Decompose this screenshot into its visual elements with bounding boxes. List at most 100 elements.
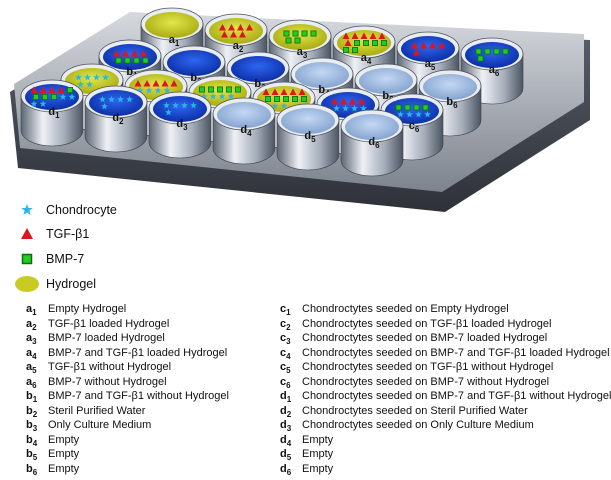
- key-description: Empty: [302, 433, 334, 446]
- key-code: c4: [280, 346, 291, 364]
- bmp-marker: [502, 48, 509, 55]
- well-contents-empty: [359, 68, 413, 94]
- tgf-marker: [351, 32, 359, 39]
- key-code-sub: 2: [286, 322, 291, 332]
- legend-item-star: Chondrocyte: [14, 200, 117, 220]
- tgf-marker: [122, 50, 129, 57]
- key-code-letter: b: [26, 433, 33, 446]
- tgf-marker: [113, 50, 120, 57]
- bmp-marker: [292, 30, 299, 37]
- chondrocyte-marker: [108, 95, 115, 103]
- key-description: Chondroctytes seeded on Only Culture Med…: [302, 419, 534, 431]
- bmp-marker: [207, 86, 214, 93]
- well-d2: d2: [84, 85, 148, 153]
- key-code: b4: [26, 433, 37, 451]
- well-label-sub: 1: [175, 39, 180, 48]
- key-description: BMP-7 loaded Hydrogel: [48, 332, 165, 344]
- key-code-letter: a: [26, 332, 33, 344]
- bmp-marker: [133, 57, 140, 64]
- key-description: TGF-β1 loaded Hydrogel: [48, 317, 170, 330]
- key-code-letter: a: [26, 317, 33, 330]
- key-code-sub: 2: [32, 409, 38, 419]
- key-code: c3: [280, 331, 291, 349]
- chondrocyte-marker: [190, 101, 197, 109]
- well-label-sub: 5: [311, 135, 316, 144]
- chondrocyte-marker: [75, 73, 82, 81]
- bmp-marker: [371, 40, 378, 47]
- chondrocyte-marker: [165, 108, 172, 116]
- key-code-sub: 3: [32, 337, 37, 347]
- tgf-marker: [271, 88, 279, 95]
- bmp-marker: [475, 48, 482, 55]
- key-code-letter: a: [26, 361, 33, 373]
- key-code-letter: b: [26, 462, 33, 475]
- bmp-marker: [484, 48, 491, 55]
- key-code-sub: 3: [286, 424, 292, 434]
- key-code-letter: a: [26, 346, 33, 359]
- key-code-sub: 6: [32, 380, 37, 390]
- well-d5: d5: [276, 103, 340, 171]
- tgf-marker: [134, 80, 142, 87]
- key-code-sub: 1: [32, 395, 38, 405]
- key-code-sub: 5: [32, 366, 37, 376]
- chondrocyte-marker: [360, 104, 367, 112]
- key-code-letter: d: [280, 390, 287, 402]
- chondrocyte-marker: [39, 100, 47, 107]
- bmp-marker: [273, 96, 280, 103]
- tgf-marker: [262, 88, 270, 95]
- chondrocyte-marker: [342, 104, 349, 112]
- key-code-sub: 4: [286, 351, 291, 361]
- key-description: Empty: [48, 462, 80, 475]
- well-label: a2: [233, 40, 244, 54]
- bmp-marker: [51, 94, 58, 101]
- well-label-letter: b: [382, 90, 389, 102]
- chondrocyte-marker: [227, 92, 235, 100]
- tgf-marker: [170, 80, 178, 87]
- bmp-marker: [264, 96, 271, 103]
- key-code-letter: c: [280, 346, 287, 359]
- star-icon: [14, 200, 40, 220]
- key-code-sub: 6: [32, 467, 38, 477]
- key-code: a3: [26, 331, 37, 349]
- well-label-letter: a: [489, 64, 496, 76]
- legend-item-triangle: TGF-β1: [14, 224, 89, 244]
- bmp-marker: [67, 87, 74, 94]
- bmp-marker: [342, 47, 349, 54]
- key-description: Chondroctytes seeded on BMP-7 and TGF-β1…: [302, 390, 611, 402]
- well-contents-medium: [167, 50, 221, 76]
- key-code: c2: [280, 317, 291, 335]
- tgf-marker: [161, 80, 169, 87]
- bmp-marker: [282, 96, 289, 103]
- key-code-letter: b: [26, 448, 33, 460]
- well-label: a1: [169, 34, 180, 48]
- well-label-sub: 6: [375, 141, 380, 150]
- key-code-sub: 1: [286, 308, 291, 318]
- key-description: Steril Purified Water: [48, 404, 146, 417]
- chondrocyte-marker: [209, 92, 217, 100]
- well-contents-empty: [295, 62, 349, 88]
- bmp-marker: [225, 86, 232, 93]
- well-label-letter: b: [126, 66, 133, 78]
- chondrocyte-marker: [424, 110, 431, 118]
- wells-layer: a1a2a3a4a5a6b1b2b3b4b5b6c1c2c3c4c5c6d1d2…: [20, 7, 524, 177]
- key-description: Empty: [48, 448, 80, 460]
- key-code-letter: c: [280, 332, 287, 344]
- tgf-marker: [358, 98, 365, 105]
- key-code: a6: [26, 375, 37, 393]
- bmp-marker: [234, 86, 241, 93]
- chondrocyte-marker: [93, 73, 100, 81]
- legend-label: Hydrogel: [46, 277, 97, 291]
- key-code-letter: c: [280, 303, 287, 315]
- bmp-marker: [216, 86, 223, 93]
- well-d1: d1: [20, 79, 84, 147]
- key-code: b5: [26, 447, 37, 465]
- chondrocyte-marker: [59, 93, 67, 100]
- chondrocyte-marker: [271, 102, 279, 109]
- well-contents-empty: [281, 108, 335, 134]
- well-contents-empty: [345, 114, 399, 140]
- tgf-marker: [331, 98, 338, 105]
- well-label-letter: c: [409, 120, 415, 132]
- bmp-marker: [310, 30, 317, 37]
- key-code-letter: b: [26, 390, 33, 402]
- key-code-sub: 3: [286, 337, 291, 347]
